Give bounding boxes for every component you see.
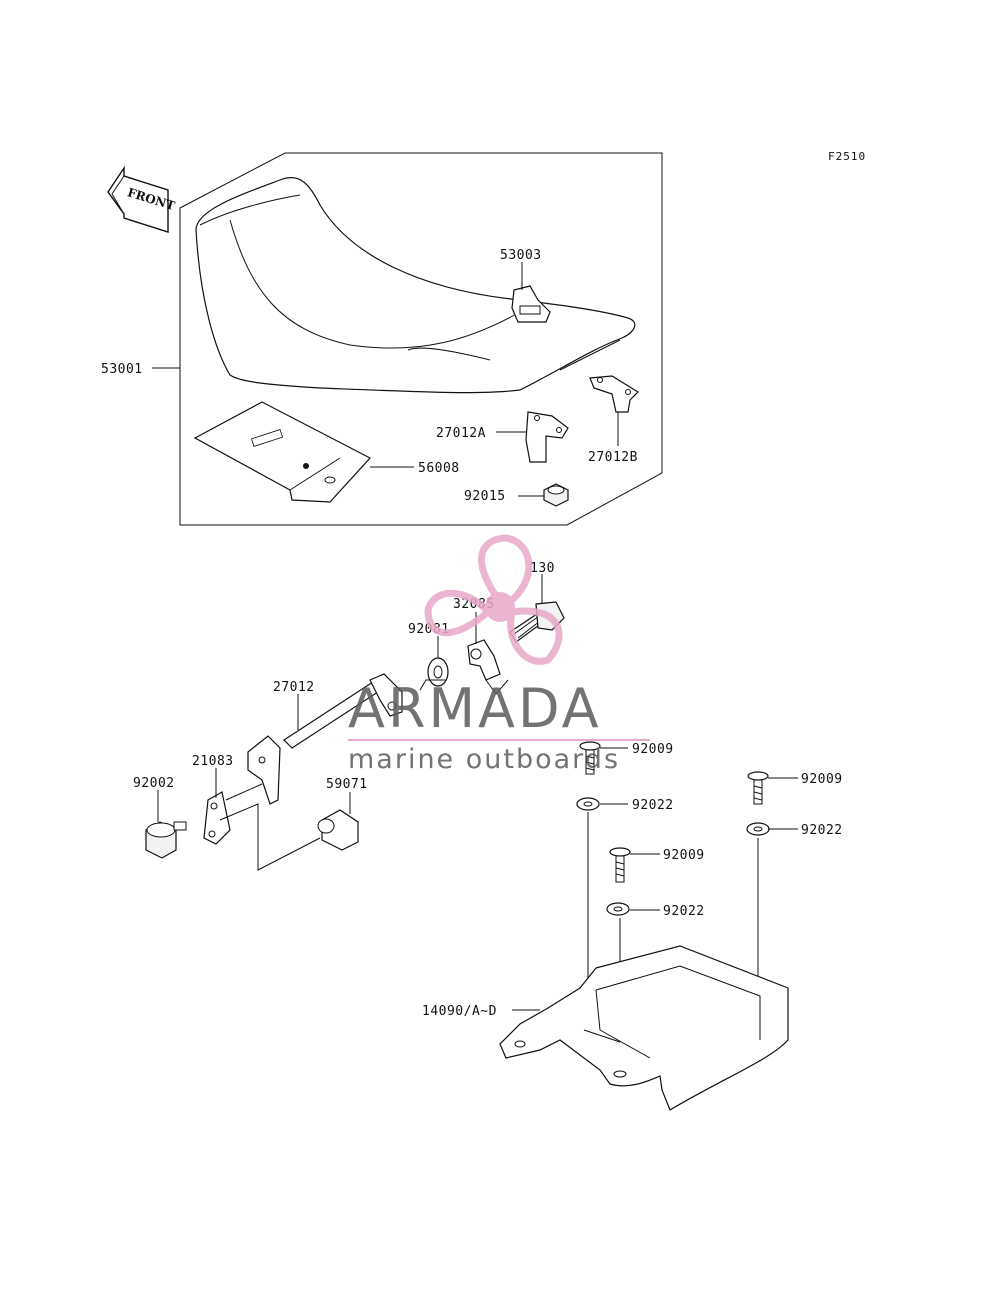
grommet-59071 xyxy=(317,809,359,851)
washer-92022-b xyxy=(606,902,630,916)
label-59071: 59071 xyxy=(326,777,368,792)
washer-92022-a xyxy=(576,797,600,811)
watermark-brand: ARMADA xyxy=(348,677,602,740)
label-27012a: 27012A xyxy=(436,426,486,441)
washer-92022-c xyxy=(746,822,770,836)
label-92022-c: 92022 xyxy=(801,823,843,838)
stopper-32085 xyxy=(467,639,509,695)
rod-27012 xyxy=(283,673,403,749)
bracket-27012a xyxy=(525,411,569,463)
watermark-tagline: marine outboards xyxy=(348,744,620,775)
seat-53001 xyxy=(195,177,636,394)
front-arrow-icon: FRONT xyxy=(107,165,177,233)
label-92022-b: 92022 xyxy=(663,904,705,919)
label-14090: 14090/A~D xyxy=(422,1004,497,1019)
label-92022-a: 92022 xyxy=(632,798,674,813)
screw-92009-b xyxy=(609,847,631,883)
screw-92009-c xyxy=(747,771,769,805)
tray-14090 xyxy=(499,945,789,1111)
label-92009-a: 92009 xyxy=(632,742,674,757)
strap-53003 xyxy=(511,285,551,323)
propeller-logo-icon xyxy=(424,534,563,665)
card-56008 xyxy=(193,401,371,503)
label-56008: 56008 xyxy=(418,461,460,476)
label-92015: 92015 xyxy=(464,489,506,504)
nut-92015 xyxy=(543,483,569,507)
screw-92009-a xyxy=(579,741,601,775)
label-53003: 53003 xyxy=(500,248,542,263)
label-53001: 53001 xyxy=(101,362,143,377)
label-92009-b: 92009 xyxy=(663,848,705,863)
label-92009-c: 92009 xyxy=(801,772,843,787)
label-27012: 27012 xyxy=(273,680,315,695)
knob-92002 xyxy=(145,821,187,859)
lever-21083 xyxy=(203,735,281,845)
label-21083: 21083 xyxy=(192,754,234,769)
diagram-code: F2510 xyxy=(828,150,866,163)
bracket-27012b xyxy=(589,375,639,413)
label-92002: 92002 xyxy=(133,776,175,791)
label-130: 130 xyxy=(530,561,555,576)
label-27012b: 27012B xyxy=(588,450,638,465)
seat-group-frame xyxy=(179,152,663,526)
